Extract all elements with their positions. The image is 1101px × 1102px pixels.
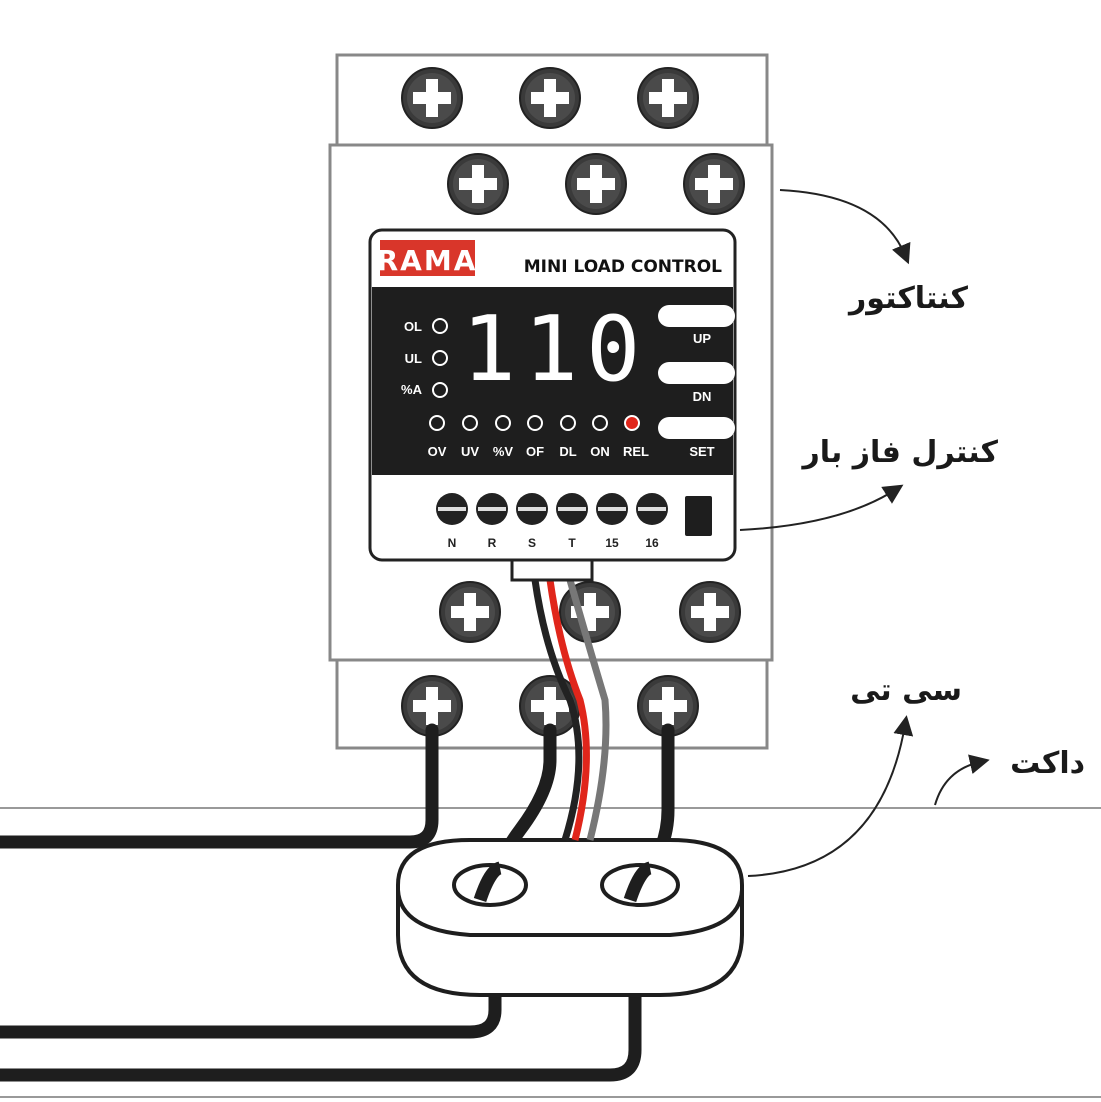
set-button[interactable] — [658, 417, 735, 439]
screw-icon — [679, 581, 741, 643]
callout-duct: داکت — [1010, 746, 1085, 781]
led-ul — [432, 350, 448, 366]
led-label: OV — [428, 444, 447, 459]
terminal-screw-icon — [476, 493, 508, 525]
led-label: DL — [559, 444, 576, 459]
up-button[interactable] — [658, 305, 735, 327]
screw-icon — [401, 67, 463, 129]
led-label: %V — [493, 444, 514, 459]
screw-icon — [439, 581, 501, 643]
callout-phase-control: کنترل فاز بار — [801, 435, 999, 470]
led-label: REL — [623, 444, 649, 459]
led-label-ul: UL — [405, 351, 422, 366]
terminal-block — [685, 496, 712, 536]
screw-icon — [559, 581, 621, 643]
screw-icon — [519, 67, 581, 129]
screw-icon — [447, 153, 509, 215]
terminal-screw-icon — [556, 493, 588, 525]
terminal-label: R — [488, 536, 497, 550]
brand-logo — [380, 240, 475, 276]
seven-segment-display: 110 — [462, 297, 649, 402]
terminal-screw-icon — [436, 493, 468, 525]
dn-label: DN — [693, 389, 712, 404]
callout-contactor: کنتاکتور — [847, 281, 969, 316]
terminal-label: T — [568, 536, 576, 550]
callout-ct: سی تی — [850, 673, 962, 708]
bottom-leds — [429, 415, 640, 431]
callout-arrows — [739, 189, 990, 877]
terminal-screw-icon — [596, 493, 628, 525]
led-label-a: %A — [401, 382, 423, 397]
screw-icon — [683, 153, 745, 215]
terminal-label: 16 — [645, 536, 659, 550]
led-a — [432, 382, 448, 398]
device-title: MINI LOAD CONTROL — [524, 257, 722, 277]
brand-text: RAMA — [377, 244, 478, 277]
led-rel-active — [624, 415, 640, 431]
led-label: UV — [461, 444, 479, 459]
up-label: UP — [693, 331, 711, 346]
dn-button[interactable] — [658, 362, 735, 384]
led-label: OF — [526, 444, 544, 459]
current-transformer — [396, 838, 744, 997]
terminal-label: N — [448, 536, 457, 550]
terminal-label: 15 — [605, 536, 619, 550]
screw-icon — [637, 67, 699, 129]
screw-icon — [565, 153, 627, 215]
set-label: SET — [689, 444, 714, 459]
signal-wires — [531, 579, 610, 842]
terminal-screw-icon — [516, 493, 548, 525]
load-control-panel: RAMA MINI LOAD CONTROL 110 OL UL %A OV U… — [368, 228, 737, 562]
led-ol — [432, 318, 448, 334]
led-label: ON — [590, 444, 610, 459]
terminal-screw-icon — [636, 493, 668, 525]
wire-connector — [510, 558, 594, 582]
terminal-label: S — [528, 536, 536, 550]
led-label-ol: OL — [404, 319, 422, 334]
